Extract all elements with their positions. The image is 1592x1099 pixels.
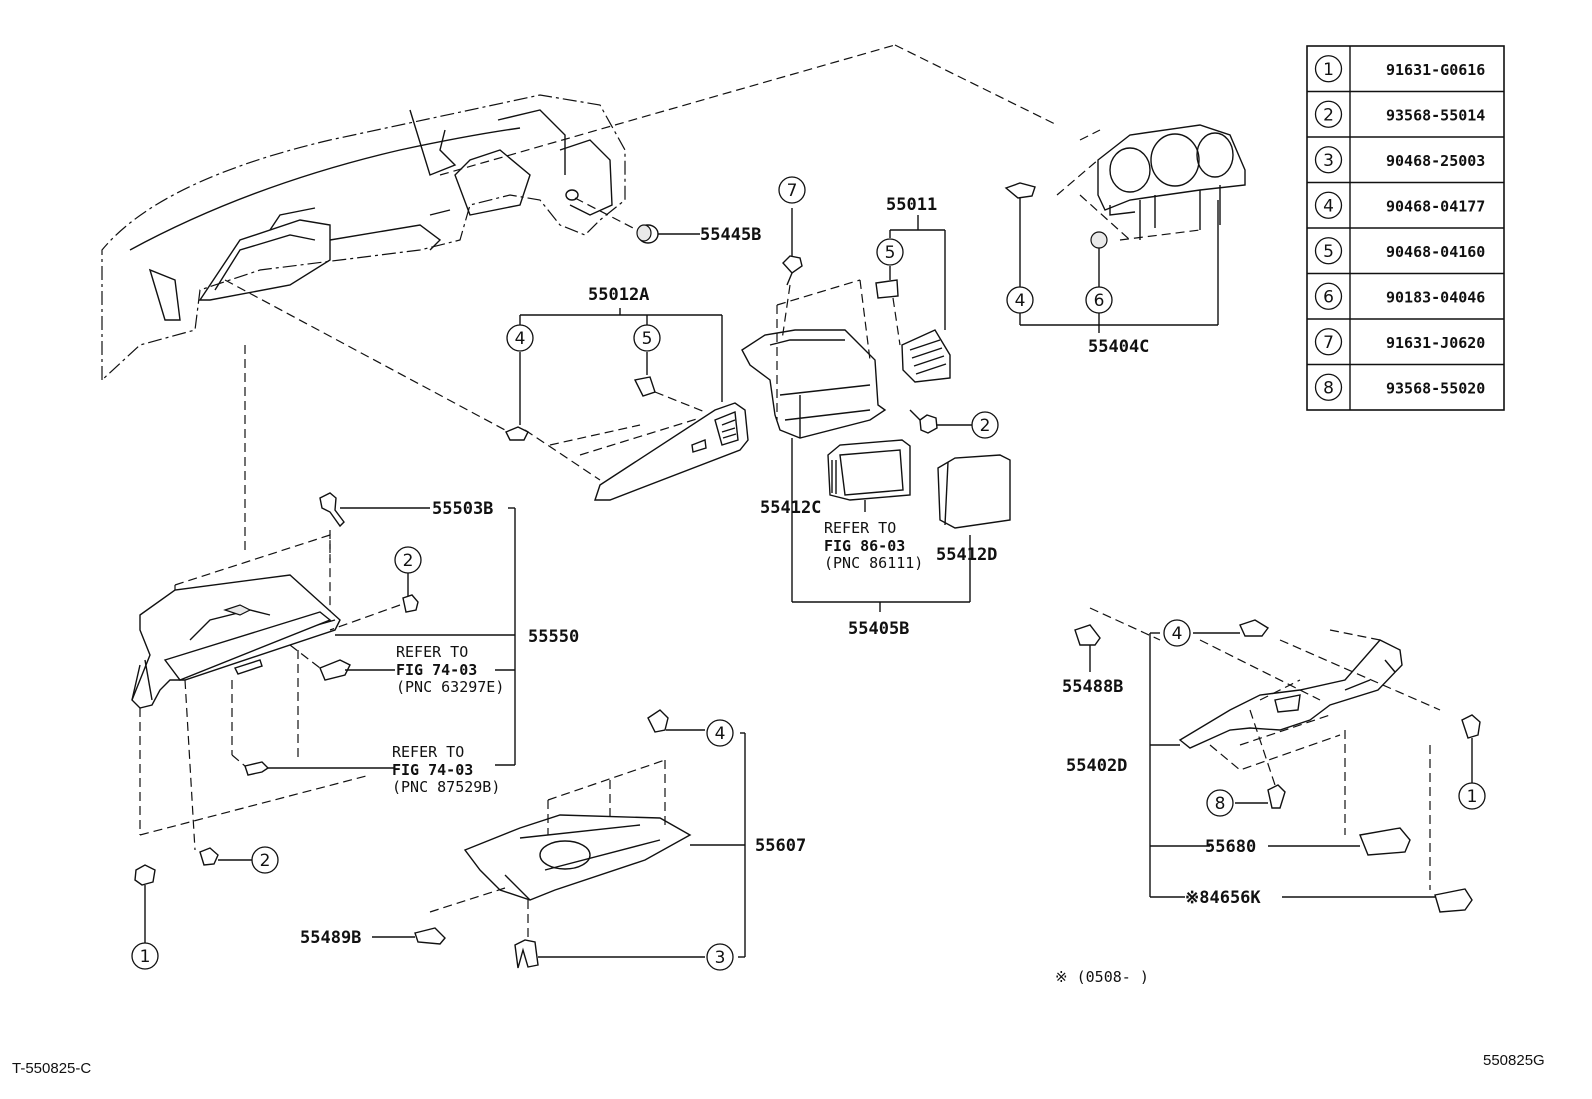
callout-1-left: 1 [131, 942, 159, 970]
table-callout-circle [1314, 191, 1343, 219]
label-55503b: 55503B [432, 499, 493, 519]
part-55404c-illustration [1004, 124, 1246, 333]
table-part-number: 90468-04160 [1386, 243, 1485, 261]
instrument-panel-illustration [101, 94, 626, 382]
callout-2-console: 2 [971, 411, 999, 439]
part-55012a-illustration [505, 308, 749, 501]
table-callout-circle [1314, 237, 1343, 265]
table-part-number: 90183-04046 [1386, 288, 1485, 306]
part-55412c-illustration [827, 439, 911, 512]
callout-2-lower: 2 [251, 846, 279, 874]
table-callout-circle [1314, 328, 1343, 356]
table-part-number: 91631-J0620 [1386, 334, 1485, 352]
table-callout-circle [1314, 373, 1343, 401]
callout-8-55402d: 8 [1206, 789, 1234, 817]
part-number-labels: 55445B 55011 55012A 55404C 55503B 55412C… [300, 195, 1261, 948]
label-55412c: 55412C [760, 498, 821, 518]
ref-74b-refer-to: REFER TO [392, 743, 464, 761]
ref-74a-fig: FIG 74-03 [396, 661, 477, 679]
part-55011-illustration [875, 215, 951, 383]
callout-4-55012a: 4 [506, 324, 534, 352]
svg-text:4: 4 [1015, 291, 1026, 311]
table-part-number: 93568-55020 [1386, 379, 1485, 397]
table-part-number: 90468-04177 [1386, 197, 1485, 215]
ref-74b-fig: FIG 74-03 [392, 761, 473, 779]
ref-86-fig: FIG 86-03 [824, 537, 905, 555]
svg-text:1: 1 [140, 947, 151, 967]
table-callout-number: 6 [1323, 287, 1334, 307]
fastener-table: 1 91631-G0616 2 93568-55014 3 90468-25003 4 904… [1306, 45, 1505, 411]
svg-text:2: 2 [980, 416, 991, 436]
table-part-number: 90468-25003 [1386, 152, 1485, 170]
label-55607: 55607 [755, 836, 806, 856]
svg-text:4: 4 [1172, 624, 1183, 644]
callout-4-55404c: 4 [1006, 286, 1034, 314]
svg-text:1: 1 [1467, 787, 1478, 807]
table-callout-circle [1314, 55, 1343, 83]
ref-86-pnc: (PNC 86111) [824, 554, 923, 572]
svg-text:3: 3 [715, 948, 726, 968]
svg-text:2: 2 [403, 551, 414, 571]
footer-right-code: 550825G [1483, 1052, 1545, 1069]
applicability-note: ※ (0508- ) [1055, 968, 1149, 986]
label-55405b: 55405B [848, 619, 909, 639]
callout-group: 7 5 4 5 2 4 6 2 2 1 4 3 4 8 1 [131, 176, 1486, 971]
table-part-number: 93568-55014 [1386, 106, 1485, 124]
callout-4-55402d: 4 [1163, 619, 1191, 647]
part-55607-illustration [372, 709, 746, 969]
callout-1-right: 1 [1458, 782, 1486, 810]
svg-text:7: 7 [787, 181, 798, 201]
label-55445b: 55445B [700, 225, 761, 245]
table-callout-number: 7 [1323, 333, 1334, 353]
part-55402d-illustration [1074, 607, 1481, 913]
screw-illustrations [781, 208, 972, 434]
footer-left-code: T-550825-C [12, 1060, 91, 1077]
svg-text:5: 5 [885, 243, 896, 263]
svg-text:4: 4 [515, 329, 526, 349]
label-55402d: 55402D [1066, 756, 1127, 776]
svg-text:4: 4 [715, 724, 726, 744]
part-55412d-illustration [937, 454, 1011, 602]
callout-3-55607: 3 [706, 943, 734, 971]
label-55489b: 55489B [300, 928, 361, 948]
label-55404c: 55404C [1088, 337, 1149, 357]
table-callout-number: 3 [1323, 151, 1334, 171]
svg-text:5: 5 [642, 329, 653, 349]
callout-6-55404c: 6 [1085, 286, 1113, 314]
ref-74a-refer-to: REFER TO [396, 643, 468, 661]
table-callout-circle [1314, 100, 1343, 128]
table-callout-number: 2 [1323, 105, 1334, 125]
label-55488b: 55488B [1062, 677, 1123, 697]
svg-text:8: 8 [1215, 794, 1226, 814]
reference-notes: REFER TO FIG 86-03 (PNC 86111) REFER TO … [392, 519, 923, 796]
label-55011: 55011 [886, 195, 937, 215]
table-callout-number: 8 [1323, 378, 1334, 398]
table-callout-number: 1 [1323, 60, 1334, 80]
callout-7-top: 7 [778, 176, 806, 204]
label-55680: 55680 [1205, 837, 1256, 857]
svg-text:2: 2 [260, 851, 271, 871]
svg-text:6: 6 [1094, 291, 1105, 311]
part-55445b-illustration [574, 197, 700, 244]
ref-74b-pnc: (PNC 87529B) [392, 778, 500, 796]
label-55550: 55550 [528, 627, 579, 647]
console-box-illustration [741, 279, 887, 602]
table-callout-circle [1314, 146, 1343, 174]
table-callout-number: 5 [1323, 242, 1334, 262]
label-55412d: 55412D [936, 545, 997, 565]
callout-5-55012a: 5 [633, 324, 661, 352]
ref-74a-pnc: (PNC 63297E) [396, 678, 504, 696]
table-part-number: 91631-G0616 [1386, 61, 1485, 79]
label-84656k: ※84656K [1185, 888, 1261, 908]
callout-4-55607: 4 [706, 719, 734, 747]
part-55550-glovebox-illustration [131, 492, 516, 943]
ref-86-refer-to: REFER TO [824, 519, 896, 537]
table-callout-number: 4 [1323, 196, 1334, 216]
table-callout-circle [1314, 282, 1343, 310]
callout-5-55011: 5 [876, 238, 904, 266]
label-55012a: 55012A [588, 285, 649, 305]
callout-2-glovebox: 2 [394, 546, 422, 574]
